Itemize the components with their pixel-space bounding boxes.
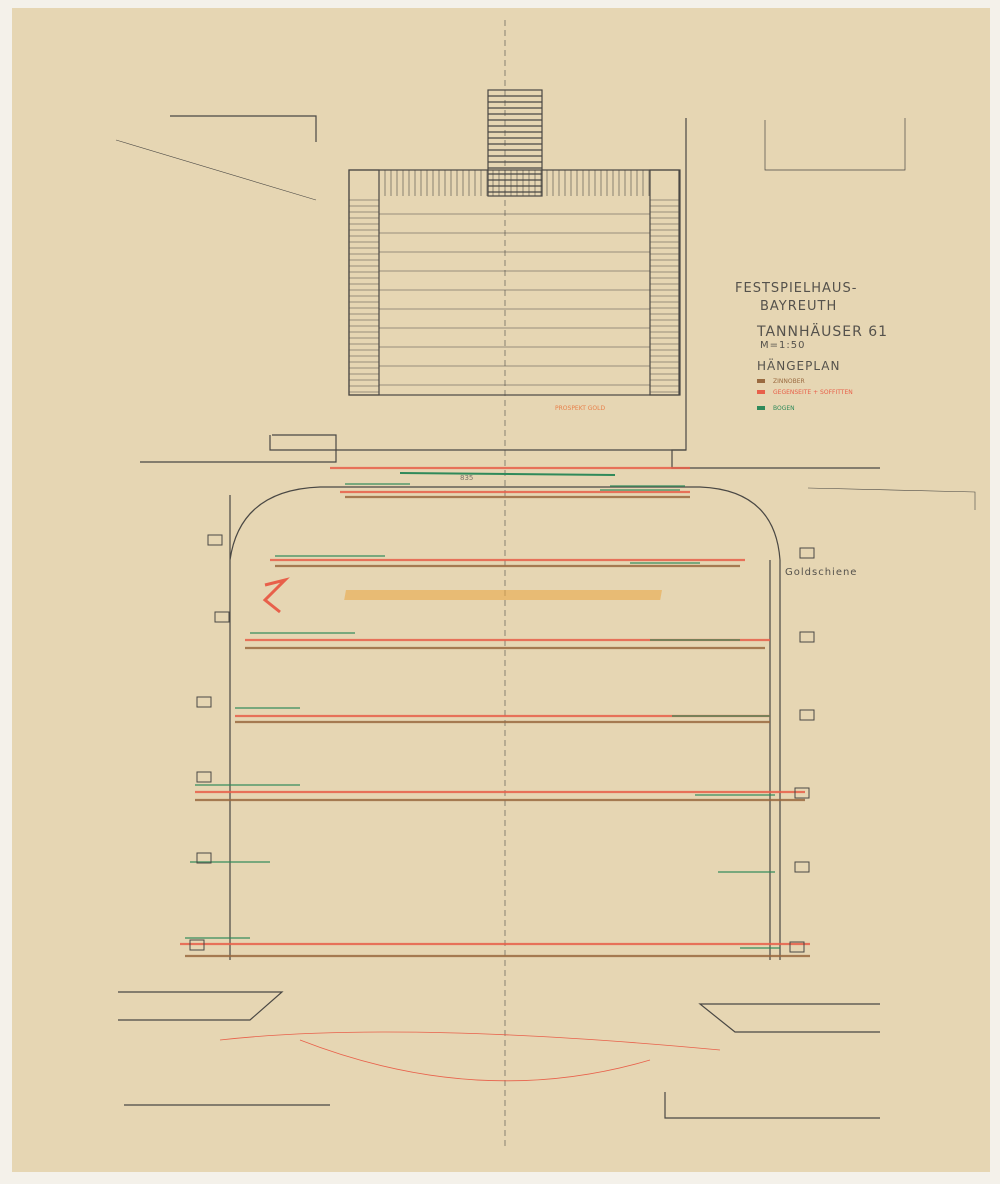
rail-bracket-icon [799,547,815,559]
rail-bracket-icon [794,861,810,873]
sketch-mark [262,577,290,614]
goldschiene-label: Goldschiene [785,567,857,578]
legend: ZINNOBER GEGENSEITE + SOFFITTEN BOGEN [757,378,853,412]
plafond-element [344,590,662,600]
legend-swatch [757,406,765,410]
rail-bracket-icon [189,939,205,951]
rail-bracket-icon [207,534,223,546]
rail-bracket-icon [799,709,815,721]
scale-label: M=1:50 [760,340,805,351]
legend-label: GEGENSEITE + SOFFITTEN [773,389,853,396]
right-stair [649,169,681,396]
rail-bracket-icon [794,787,810,799]
title-block: FESTSPIELHAUS- BAYREUTH TANNHÄUSER 61 M=… [735,281,888,373]
title-line2: BAYREUTH [760,299,837,314]
title-line1: FESTSPIELHAUS- [735,281,857,296]
legend-swatch [757,379,765,383]
sketch-curves [219,1031,721,1082]
rail-bracket-icon [214,611,230,623]
rail-bracket-icon [789,941,805,953]
legend-label: ZINNOBER [773,378,805,385]
battens [180,466,815,958]
green-batten [399,472,616,476]
rail-bracket-icon [196,852,212,864]
rail-bracket-icon [196,696,212,708]
rear-stair [487,89,543,197]
rail-bracket-icon [799,631,815,643]
title-line3: TANNHÄUSER 61 [756,322,888,340]
dimension-835: 835 [460,474,473,482]
left-stair [348,169,380,396]
rail-bracket-icon [196,771,212,783]
legend-label: BOGEN [773,405,795,412]
plan-label: HÄNGEPLAN [757,358,840,373]
stage-structure [115,20,976,1150]
legend-swatch [757,390,765,394]
prospekt-label: PROSPEKT GOLD [555,405,605,412]
